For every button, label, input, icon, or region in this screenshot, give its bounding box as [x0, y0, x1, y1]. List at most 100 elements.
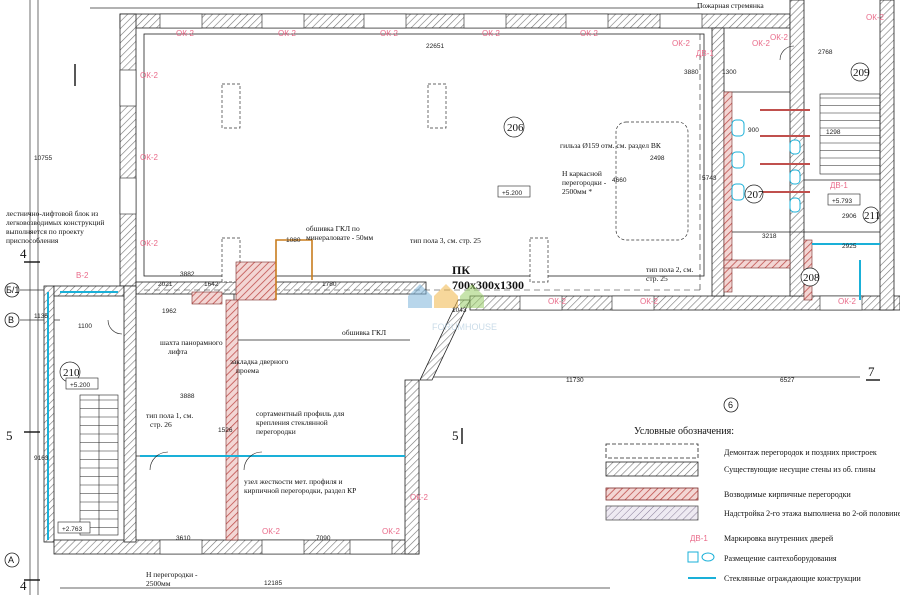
svg-text:кирпичной перегородки, раздел: кирпичной перегородки, раздел КР [244, 486, 356, 495]
window-tag: ОК-2 [262, 527, 281, 536]
axis-markers [4, 282, 739, 568]
room-208: 208 [803, 272, 820, 284]
gkl-lining [275, 239, 313, 300]
svg-text:10755: 10755 [34, 155, 52, 162]
window-tag: ОК-2 [548, 297, 567, 306]
window-tag: ОК-2 [380, 29, 399, 38]
note-stiff-node: узел жесткости мет. профиля и кирпичной … [244, 477, 356, 495]
svg-text:стр. 26: стр. 26 [150, 420, 172, 429]
axis-7: 7 [868, 364, 875, 379]
axis-4-bottom: 4 [20, 578, 27, 593]
axis-5-mid: 5 [452, 428, 459, 443]
svg-text:перегородки: перегородки [256, 427, 296, 436]
note-h-partition: Н перегородки - 2500мм [146, 570, 198, 588]
door-swings [107, 45, 795, 471]
window-tag: ОК-2 [580, 29, 599, 38]
plumbing-fixtures [731, 119, 801, 213]
room-207: 207 [747, 189, 764, 201]
svg-text:Н перегородки -: Н перегородки - [146, 570, 198, 579]
legend-swatch-bearing [605, 461, 699, 477]
legend-item-4: Надстройка 2-го этажа выполнена во 2-ой … [724, 509, 900, 518]
svg-text:900: 900 [748, 127, 759, 134]
note-floor2: тип пола 2, см. стр. 25 [646, 265, 693, 283]
svg-text:1080: 1080 [286, 237, 301, 244]
svg-text:22651: 22651 [426, 43, 444, 50]
legend-swatch-brick [605, 487, 699, 501]
svg-text:лестнично-лифтовой блок из: лестнично-лифтовой блок из [6, 209, 98, 218]
svg-text:тип пола 2, см.: тип пола 2, см. [646, 265, 693, 274]
svg-text:1526: 1526 [218, 427, 233, 434]
svg-text:обшивка ГКЛ по: обшивка ГКЛ по [306, 224, 360, 233]
svg-text:проема: проема [236, 366, 260, 375]
legend-item-6: Размещение сантехоборудования [724, 554, 837, 563]
window-tag: ОК-2 [838, 297, 857, 306]
svg-text:сортаментный профиль для: сортаментный профиль для [256, 409, 345, 418]
svg-text:3880: 3880 [684, 69, 699, 76]
svg-text:7090: 7090 [316, 535, 331, 542]
outer-dimension-lines [20, 0, 860, 595]
svg-text:6527: 6527 [780, 377, 795, 384]
svg-text:1642: 1642 [204, 281, 219, 288]
axis-5-left: 5 [6, 428, 13, 443]
svg-text:2498: 2498 [650, 155, 665, 162]
axis-row-6: 6 [728, 400, 733, 410]
axis-row-b1: Б/1 [6, 285, 19, 295]
legend-item-7: Стеклянные ограждающие конструкции [724, 574, 862, 583]
window-tag: ОК-2 [140, 239, 159, 248]
svg-text:1100: 1100 [78, 323, 92, 330]
svg-text:2768: 2768 [818, 49, 833, 56]
legend-item-1: Демонтаж перегородок и поздних пристроек [724, 448, 877, 457]
bearing-walls [43, 0, 900, 555]
legend: Условные обозначения: Демонтаж перегород… [605, 426, 900, 583]
legend-door-marker: ДВ-1 [690, 534, 708, 543]
elevation-211: +5.793 [832, 198, 852, 205]
svg-text:легковозводимых конструкций: легковозводимых конструкций [6, 218, 104, 227]
svg-text:11730: 11730 [566, 377, 584, 384]
note-stair-block: лестнично-лифтовой блок из легковозводим… [6, 209, 104, 245]
svg-text:тип пола 1, см.: тип пола 1, см. [146, 411, 193, 420]
note-floor1: тип пола 1, см. стр. 26 [146, 411, 193, 429]
legend-swatch-superstructure [605, 505, 699, 521]
window-tag: ОК-2 [382, 527, 401, 536]
glass-walls [47, 243, 880, 540]
demolished-elements [221, 83, 689, 283]
axis-row-v: В [8, 315, 14, 325]
stairs-left [79, 394, 119, 536]
window-tag: ОК-2 [672, 39, 691, 48]
legend-plumbing-icon [687, 551, 699, 563]
note-door-fill: закладка дверного проема [230, 357, 289, 375]
room-206: 206 [507, 122, 524, 134]
svg-text:1043: 1043 [452, 307, 467, 314]
svg-text:2906: 2906 [842, 213, 857, 220]
legend-title: Условные обозначения: [634, 426, 734, 437]
svg-text:приспособления: приспособления [6, 236, 59, 245]
room-210: 210 [63, 367, 80, 379]
legend-item-5: Маркировка внутренних дверей [724, 534, 834, 543]
window-tag: ОК-2 [866, 13, 885, 22]
elevation-206: +5.200 [502, 190, 522, 197]
svg-text:1300: 1300 [722, 69, 737, 76]
stair-steps [80, 399, 118, 528]
svg-text:3888: 3888 [180, 393, 195, 400]
svg-text:3882: 3882 [180, 271, 195, 278]
window-tag: ОК-2 [140, 153, 159, 162]
svg-text:4660: 4660 [612, 177, 627, 184]
svg-text:1962: 1962 [162, 308, 177, 315]
note-floor3: тип пола 3, см. стр. 25 [410, 236, 481, 245]
room-211: 211 [864, 210, 880, 222]
svg-text:9163: 9163 [34, 455, 49, 462]
note-profile: сортаментный профиль для крепления стекл… [256, 409, 345, 436]
svg-text:3610: 3610 [176, 535, 191, 542]
window-openings [119, 13, 863, 555]
svg-text:шахта панорамного: шахта панорамного [160, 338, 223, 347]
door-tag-2: ДВ-1 [830, 181, 848, 190]
axis-labels: 4 4 5 5 7 Б/1 В 6 А [6, 246, 875, 593]
note-gkl-mineral: обшивка ГКЛ по минераловате - 50мм [306, 224, 373, 242]
door-tag-1: ДВ-1 [696, 49, 714, 58]
window-tag: ОК-2 [482, 29, 501, 38]
svg-text:выполняется по проекту: выполняется по проекту [6, 227, 84, 236]
svg-text:2500мм *: 2500мм * [562, 187, 592, 196]
svg-text:1298: 1298 [826, 129, 841, 136]
elevation-marks [57, 185, 861, 534]
watermark: FORUMHOUSE [408, 284, 497, 332]
